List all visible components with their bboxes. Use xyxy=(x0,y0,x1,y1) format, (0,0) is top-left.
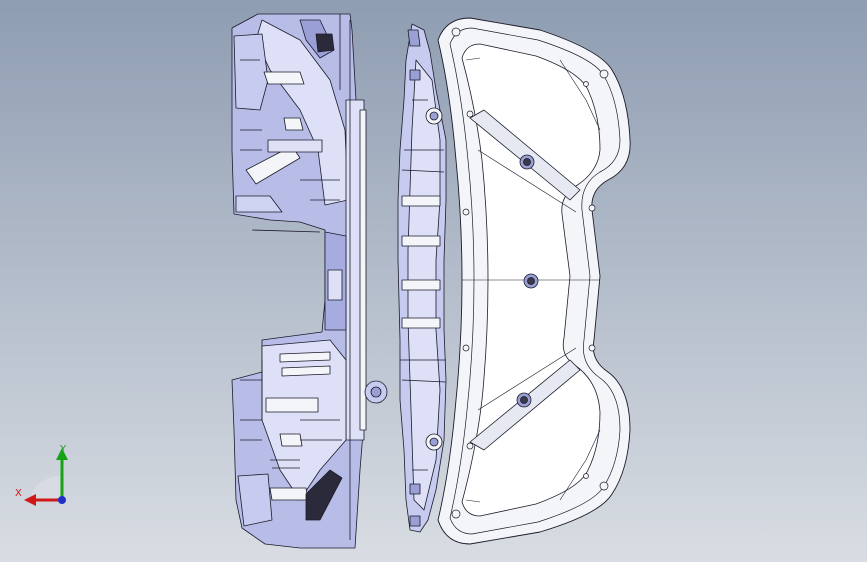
z-axis-icon xyxy=(58,496,66,504)
die-upper-boss xyxy=(283,117,304,131)
die-upper-pocket xyxy=(233,33,269,111)
binder-tabs xyxy=(407,29,421,527)
y-axis-label: Y xyxy=(59,444,67,455)
binder-strip-blocks xyxy=(401,195,441,329)
die-lower-bracket xyxy=(265,397,319,413)
panel-lower-pad-line xyxy=(477,347,577,411)
panel-upper-pad-line xyxy=(477,149,577,213)
binder-strip-part[interactable] xyxy=(397,23,447,533)
panel-holes xyxy=(516,154,539,408)
binder-pin-top-inner xyxy=(429,111,439,121)
die-lower-ribs xyxy=(240,419,300,469)
x-axis-label: X xyxy=(15,488,22,499)
coordinate-triad: Y X xyxy=(15,444,68,506)
die-upper-bracket xyxy=(267,139,323,153)
binder-pin-bottom-inner xyxy=(429,437,439,447)
panel-corner-bevels xyxy=(465,57,601,503)
die-upper-step xyxy=(235,195,283,213)
panel-part[interactable] xyxy=(437,17,631,545)
die-upper-cavity xyxy=(315,33,335,53)
die-lower-slot xyxy=(269,487,309,501)
binder-detail-lines xyxy=(400,99,447,471)
die-lower-boss xyxy=(279,433,303,447)
die-lower-pocket xyxy=(237,473,273,527)
die-detail-lines xyxy=(240,14,351,540)
die-waist-slot xyxy=(327,269,343,301)
die-lower-slots xyxy=(279,351,331,377)
triad-shadow-icon xyxy=(30,476,60,500)
die-lower-notch xyxy=(305,469,343,521)
panel-pilot-holes xyxy=(451,27,609,519)
die-pin-inner xyxy=(370,386,382,398)
die-upper-slot-2 xyxy=(245,145,301,185)
die-flange-edge xyxy=(359,109,367,431)
die-upper-slot xyxy=(263,71,305,85)
die-base-part[interactable] xyxy=(231,13,388,549)
